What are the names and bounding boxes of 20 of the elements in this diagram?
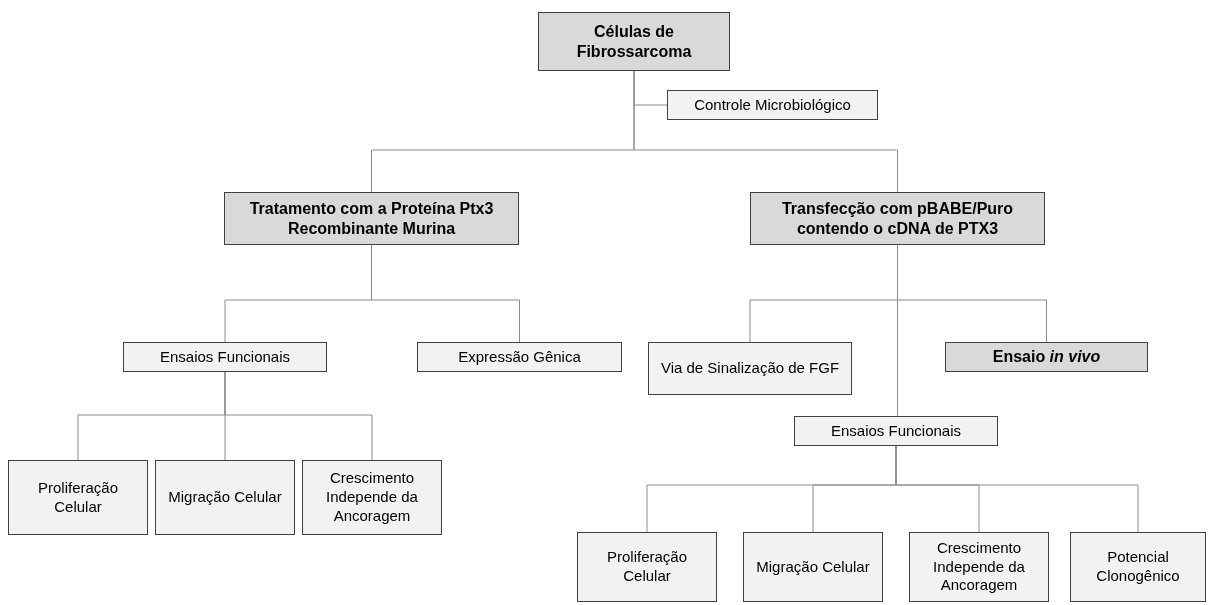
process-box: Crescimento Independe da Ancoragem — [909, 532, 1049, 602]
heading-box: Ensaio in vivo — [945, 342, 1148, 372]
process-box: Ensaios Funcionais — [794, 416, 998, 446]
connector-line — [895, 445, 1139, 533]
heading-box: Transfecção com pBABE/Puro contendo o cDNA de PTX3 — [750, 192, 1045, 245]
process-box: Migração Celular — [155, 460, 295, 535]
process-box: Crescimento Independe da Ancoragem — [302, 460, 442, 535]
process-box: Via de Sinalização de FGF — [648, 342, 852, 395]
process-box: Ensaios Funcionais — [123, 342, 327, 372]
connector-line — [897, 244, 898, 417]
process-box: Migração Celular — [743, 532, 883, 602]
process-box: Expressão Gênica — [417, 342, 622, 372]
process-box: Proliferação Celular — [577, 532, 717, 602]
connector-line — [224, 371, 373, 461]
connector-line — [633, 70, 898, 193]
process-box: Potencial Clonogênico — [1070, 532, 1206, 602]
heading-box: Células de Fibrossarcoma — [538, 12, 730, 71]
process-box: Proliferação Celular — [8, 460, 148, 535]
process-box: Controle Microbiológico — [667, 90, 878, 120]
heading-box: Tratamento com a Proteína Ptx3 Recombinante Murina — [224, 192, 519, 245]
